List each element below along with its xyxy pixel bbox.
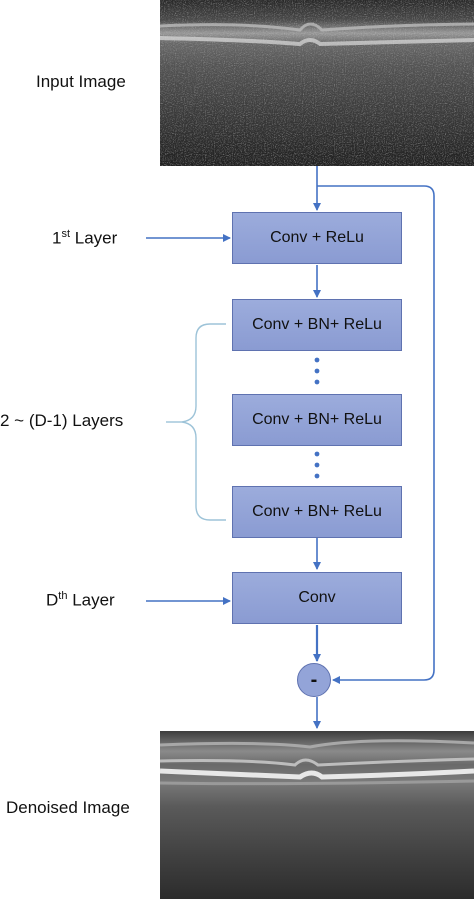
subtract-operator: - bbox=[297, 663, 331, 697]
conv-block: Conv bbox=[232, 572, 402, 624]
ellipsis-dots-1 bbox=[314, 357, 320, 385]
denoised-image bbox=[160, 731, 474, 899]
conv-bn-relu-block-2: Conv + BN+ ReLu bbox=[232, 394, 402, 446]
ellipsis-dots-2 bbox=[314, 451, 320, 479]
denoised-image-label: Denoised Image bbox=[6, 798, 130, 817]
input-image-label: Input Image bbox=[36, 72, 126, 91]
input-image bbox=[160, 0, 474, 166]
conv-relu-block: Conv + ReLu bbox=[232, 212, 402, 264]
last-layer-label: Dth Layer bbox=[46, 590, 115, 610]
skip-connection bbox=[317, 185, 435, 684]
middle-layers-brace bbox=[181, 323, 226, 521]
middle-layers-label: 2 ~ (D-1) Layers bbox=[0, 411, 124, 430]
conv-bn-relu-block-3: Conv + BN+ ReLu bbox=[232, 486, 402, 538]
conv-bn-relu-block-1: Conv + BN+ ReLu bbox=[232, 299, 402, 351]
first-layer-label: 1st Layer bbox=[52, 228, 118, 248]
